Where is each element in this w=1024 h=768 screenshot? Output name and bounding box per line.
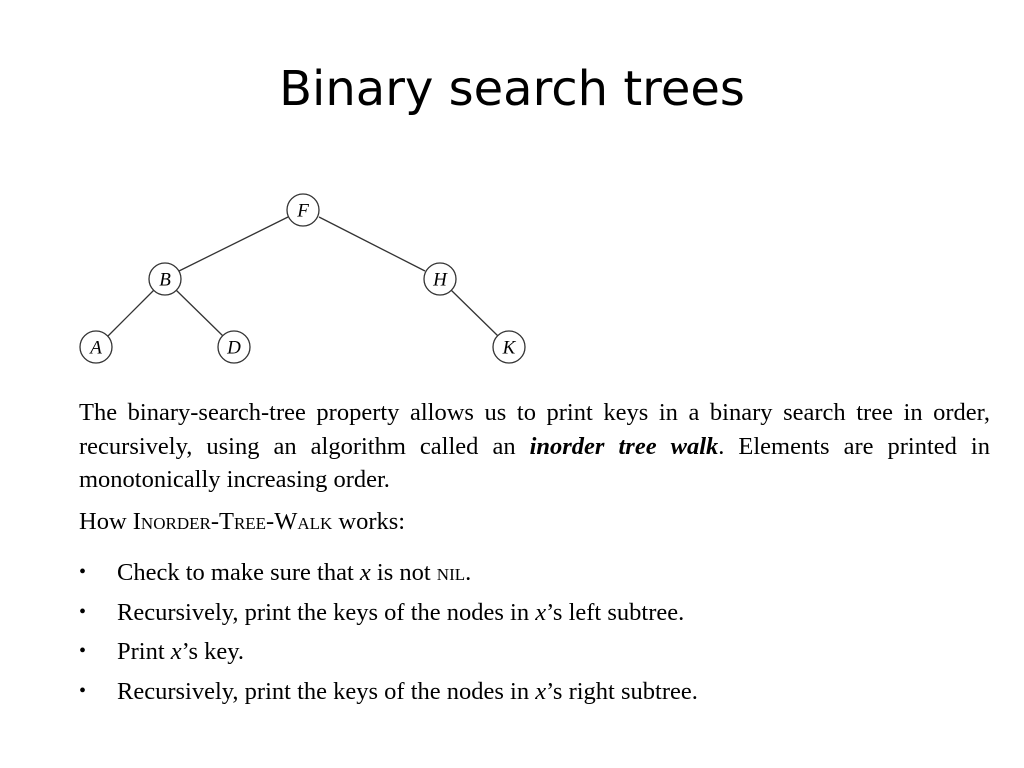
how-suffix: works:: [332, 508, 406, 535]
inorder-tree-walk-term: inorder tree walk: [529, 432, 719, 460]
tree-node-a: A: [79, 330, 113, 364]
tree-node-f: F: [286, 193, 320, 227]
list-item: • Recursively, print the keys of the nod…: [79, 675, 999, 715]
tree-node-label: F: [296, 201, 309, 222]
step-text: ’s right subtree.: [546, 677, 698, 705]
tree-node-h: H: [423, 262, 457, 296]
tree-node-b: B: [148, 262, 182, 296]
tree-node-k: K: [492, 330, 526, 364]
bullet-icon: •: [79, 600, 87, 623]
step-text: Print: [117, 638, 171, 665]
tree-node-label: D: [226, 338, 241, 359]
step-text: Recursively, print the keys of the nodes…: [117, 677, 536, 705]
step-text: ’s left subtree.: [546, 598, 685, 626]
step-text: is not: [370, 559, 437, 586]
bullet-icon: •: [79, 679, 87, 702]
bullet-icon: •: [79, 561, 87, 583]
step-text: Recursively, print the keys of the nodes…: [117, 598, 536, 626]
tree-edge-b-d: [175, 289, 224, 337]
description-paragraph: The binary-search-tree property allows u…: [79, 396, 990, 497]
bullet-icon: •: [79, 640, 87, 662]
tree-edge-f-h: [318, 216, 426, 272]
list-item: • Print x’s key.: [79, 635, 999, 675]
var-x: x: [535, 677, 547, 705]
var-x: x: [359, 559, 371, 586]
list-item: • Recursively, print the keys of the nod…: [79, 596, 999, 636]
paragraph-text-2: . Elements are printed in monotonically …: [79, 432, 990, 494]
tree-node-label: A: [88, 338, 102, 359]
tree-edge-f-b: [178, 216, 289, 272]
steps-list: • Check to make sure that x is not nil. …: [79, 556, 999, 714]
tree-node-label: B: [159, 270, 171, 291]
step-text: Check to make sure that: [117, 559, 360, 586]
step-text: .: [465, 559, 472, 586]
var-x: x: [535, 598, 547, 626]
list-item: • Check to make sure that x is not nil.: [79, 556, 999, 596]
how-it-works-heading: How Inorder-Tree-Walk works:: [79, 505, 405, 538]
tree-edge-b-a: [107, 289, 155, 337]
tree-node-label: K: [502, 338, 517, 359]
var-x: x: [170, 638, 182, 665]
tree-node-d: D: [217, 330, 251, 364]
tree-edge-h-k: [450, 289, 499, 337]
step-text: ’s key.: [181, 638, 245, 665]
binary-search-tree-diagram: F B H A D K: [79, 193, 526, 364]
tree-node-label: H: [432, 270, 448, 291]
paragraph-text-1: The binary-search-tree property allows u…: [79, 399, 990, 460]
nil-keyword: nil: [436, 559, 466, 586]
slide-title: Binary search trees: [279, 61, 745, 117]
tree-edges: [107, 216, 499, 337]
procedure-name: Inorder-Tree-Walk: [132, 508, 333, 535]
how-prefix: How: [79, 508, 133, 535]
